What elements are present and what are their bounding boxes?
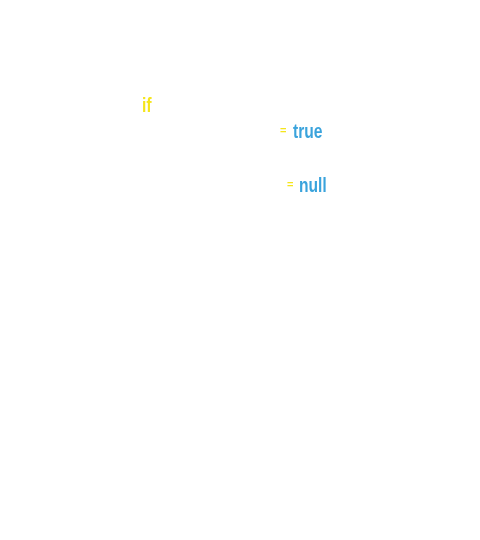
assignment-operator: = [287, 179, 294, 191]
assignment-operator: = [280, 125, 287, 137]
null-literal: null [299, 175, 327, 197]
code-snippet: if = true = null [135, 88, 340, 328]
if-keyword: if [142, 95, 152, 117]
true-literal: true [293, 121, 323, 143]
